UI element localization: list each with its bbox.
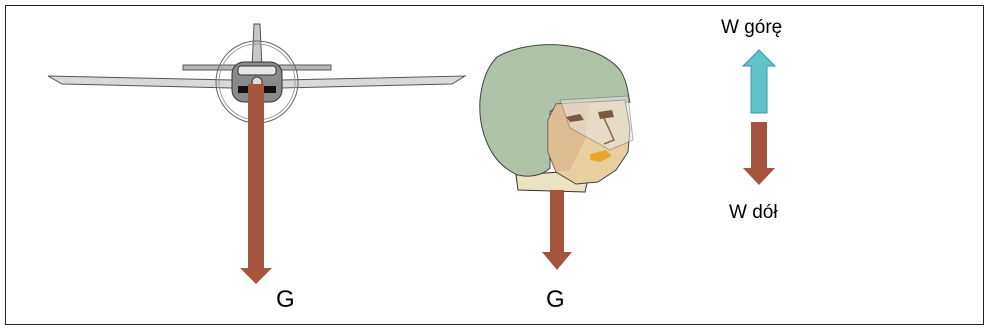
cockpit-window [238,66,276,75]
head-gravity-label: G [546,286,565,314]
pilot-head [480,45,633,192]
left-wing [48,76,232,88]
plane-gravity-arrow [240,84,272,284]
head-gravity-arrow [542,190,572,270]
plane-gravity-label: G [276,286,295,314]
vertical-tail [252,24,262,68]
right-wing [282,76,465,88]
up-direction-label: W górę [721,17,782,39]
up-arrow [743,50,775,113]
down-direction-label: W dół [729,202,778,224]
down-arrow [743,122,775,185]
